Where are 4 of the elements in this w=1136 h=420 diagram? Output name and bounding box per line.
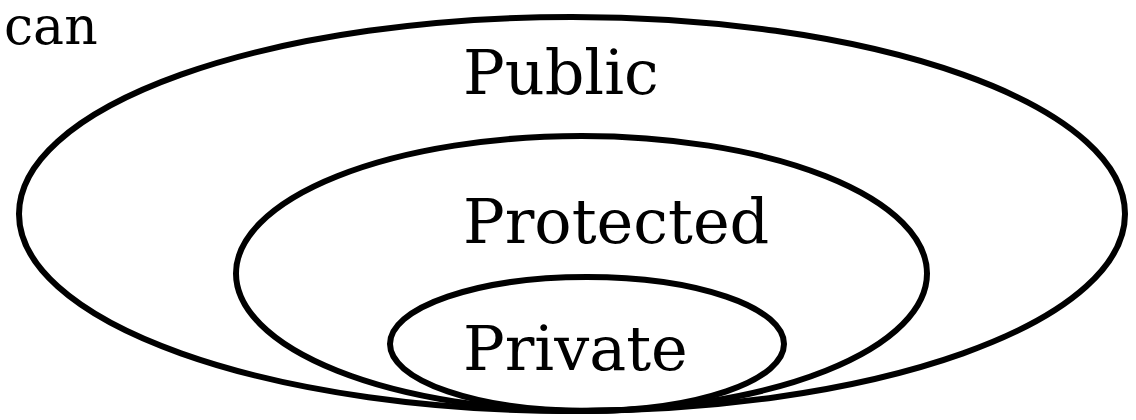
scope-label: Private <box>463 318 688 380</box>
scope-label: Protected <box>463 191 770 253</box>
note-text: can <box>4 0 98 52</box>
scope-label: Public <box>463 42 659 104</box>
